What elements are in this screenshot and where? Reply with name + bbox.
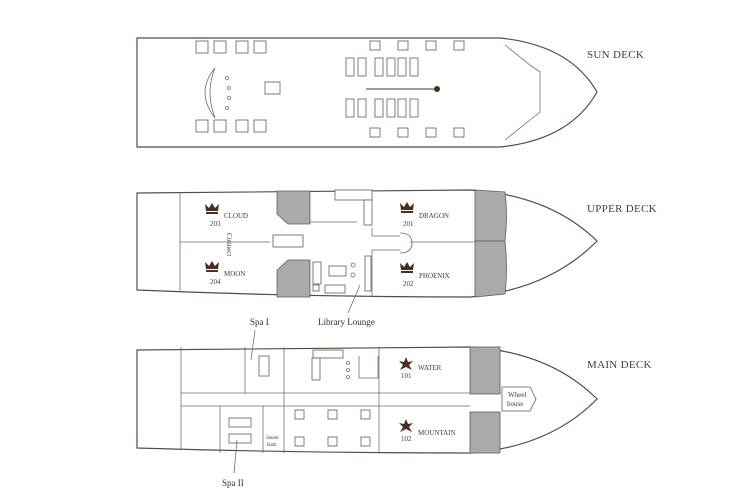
spa-2-label: Spa II [222,478,244,488]
main-deck: Wheel house Steam Bath WATER 101 MOUNTAI… [136,329,652,488]
connect-label: Connect [225,233,233,256]
cabin-number: 102 [401,435,412,443]
main-deck-label: MAIN DECK [587,359,652,371]
upper-deck: CLOUD 203 MOON 204 DRAGON 201 PHOENIX 20… [136,189,657,327]
steam-bath-label: Bath [267,443,277,448]
cabin-number: 202 [403,280,414,288]
cabin-name: WATER [418,364,442,372]
cabin-name: MOUNTAIN [418,429,456,437]
spa-1-label: Spa I [250,317,269,327]
upper-deck-label: UPPER DECK [587,203,657,215]
cabin-name: DRAGON [419,212,449,220]
cabin-name: PHOENIX [419,272,450,280]
cabin-name: MOON [224,270,245,278]
library-lounge-label: Library Lounge [318,317,375,327]
cabin-name: CLOUD [224,212,248,220]
sun-deck: SUN DECK [136,37,644,148]
cabin-number: 201 [403,220,414,228]
cabin-number: 204 [210,278,221,286]
cabin-number: 203 [210,220,221,228]
steam-bath-label: Steam [266,436,279,441]
sun-deck-label: SUN DECK [587,49,644,61]
wheelhouse-label: Wheel [508,391,526,399]
wheelhouse-label: house [507,400,523,408]
cabin-number: 101 [401,372,412,380]
